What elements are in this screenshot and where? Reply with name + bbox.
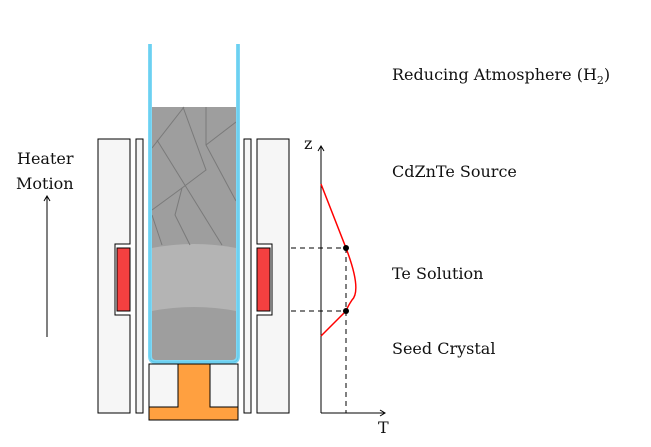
atmosphere-text: Reducing Atmosphere (H: [392, 65, 597, 84]
atmosphere-subscript: 2: [596, 74, 604, 88]
pedestal-block-right: [209, 363, 239, 408]
heater-motion-label-1: Heater: [17, 149, 74, 168]
seed-label: Seed Crystal: [392, 339, 496, 358]
right-heater-element: [256, 247, 271, 312]
atmosphere-close: ): [603, 65, 611, 84]
source-label: CdZnTe Source: [392, 162, 517, 181]
left-inner-tube: [135, 138, 144, 414]
te-solution-zone: [152, 244, 236, 311]
solution-label: Te Solution: [392, 264, 484, 283]
z-axis-label: z: [304, 134, 313, 153]
right-inner-tube: [243, 138, 252, 414]
pedestal: [148, 363, 239, 421]
t-axis-label: T: [378, 418, 389, 437]
guide-lines: [291, 247, 347, 413]
interface-point-bottom: [343, 308, 349, 314]
temperature-profile: [320, 183, 357, 337]
right-heater-body: [256, 138, 290, 414]
left-heater-body: [97, 138, 131, 414]
interface-point-top: [343, 245, 349, 251]
pedestal-block-left: [148, 363, 179, 408]
left-heater-element: [116, 247, 131, 312]
heater-motion-label-2: Motion: [16, 174, 74, 193]
atmosphere-label: Reducing Atmosphere (H2): [392, 65, 610, 87]
grain-boundaries: [151, 106, 237, 246]
cdznte-source: [152, 107, 236, 360]
